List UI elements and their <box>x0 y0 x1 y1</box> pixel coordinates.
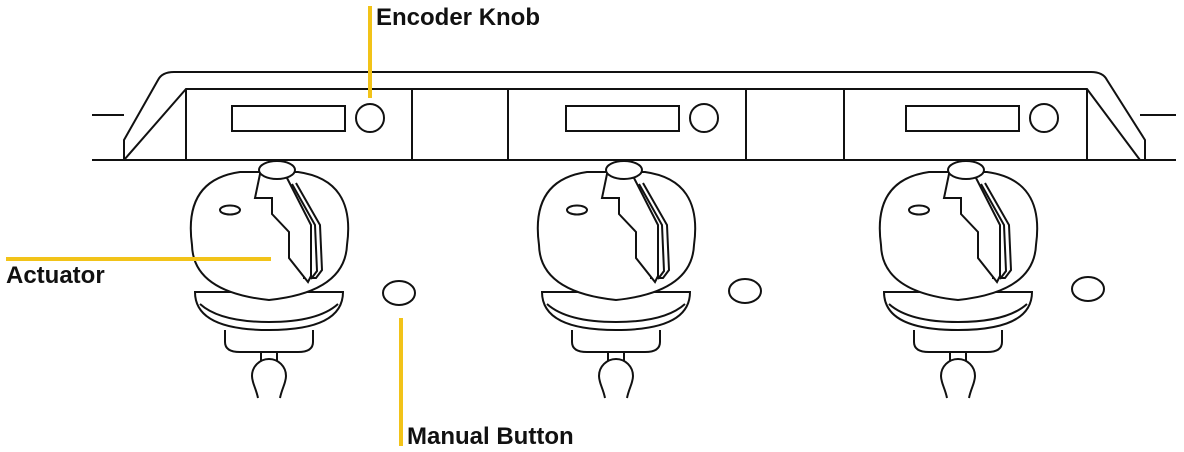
actuator-2[interactable] <box>536 160 697 399</box>
manual-button-2[interactable] <box>728 278 762 304</box>
encoder-knob-1[interactable] <box>355 103 385 133</box>
actuator-label: Actuator <box>6 262 105 289</box>
actuator-1[interactable] <box>189 160 350 399</box>
manual-button-3[interactable] <box>1071 276 1105 302</box>
actuator-3[interactable] <box>878 160 1039 399</box>
display-window-3 <box>905 105 1020 132</box>
encoder-knob-2[interactable] <box>689 103 719 133</box>
display-window-1 <box>231 105 346 132</box>
manual-button-1[interactable] <box>382 280 416 306</box>
encoder-knob-label: Encoder Knob <box>376 4 541 31</box>
manual-button-label: Manual Button <box>407 423 574 450</box>
display-window-2 <box>565 105 680 132</box>
encoder-knob-3[interactable] <box>1029 103 1059 133</box>
